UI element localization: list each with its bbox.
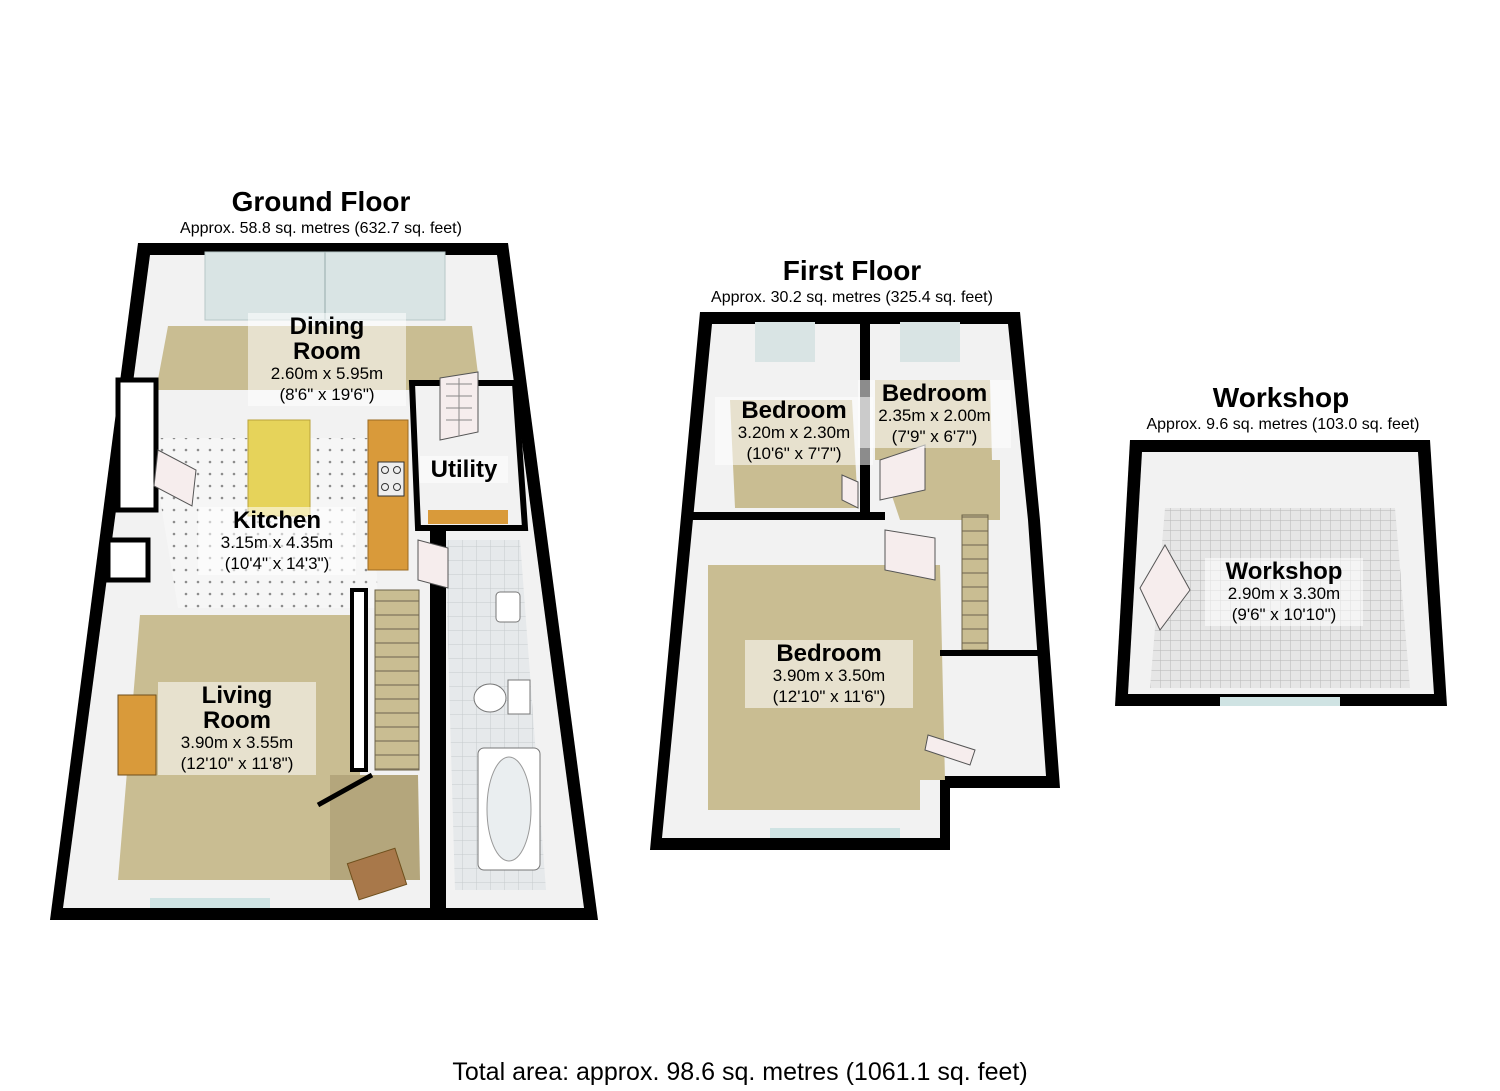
ground-floor-area: Approx. 58.8 sq. metres (632.7 sq. feet) <box>180 220 462 237</box>
ground-floor-title: Ground Floor <box>231 186 411 217</box>
door-icon <box>879 444 926 501</box>
bath-icon <box>477 747 541 871</box>
bedroom-window-icon <box>755 322 815 362</box>
bedroom-window-icon <box>900 322 960 362</box>
room-label-bedroom-2: Bedroom 2.35m x 2.00m (7'9" x 6'7") <box>858 380 1011 448</box>
table-icon <box>247 419 311 517</box>
room-label-living-room: Living Room 3.90m x 3.55m (12'10" x 11'8… <box>158 682 316 776</box>
door-icon <box>884 529 936 581</box>
total-area: Total area: approx. 98.6 sq. metres (106… <box>452 1058 1028 1086</box>
hob-icon <box>377 461 405 497</box>
staircase-icon <box>374 589 420 771</box>
door-icon <box>417 539 449 589</box>
living-window-icon <box>150 898 270 908</box>
door-icon <box>924 734 976 766</box>
room-label-workshop: Workshop 2.90m x 3.30m (9'6" x 10'10") <box>1205 558 1363 626</box>
room-label-kitchen: Kitchen 3.15m x 4.35m (10'4" x 14'3") <box>198 507 356 575</box>
kitchen-wall-left <box>115 377 159 513</box>
first-floor-title: First Floor <box>782 255 922 286</box>
room-label-utility: Utility <box>420 456 508 484</box>
door-icon <box>153 449 197 507</box>
sink-icon <box>495 591 521 623</box>
door-icon <box>1139 543 1191 631</box>
first-floor-area: Approx. 30.2 sq. metres (325.4 sq. feet) <box>711 289 993 306</box>
hallway-floor <box>330 775 420 880</box>
kitchen-wall-left-lower <box>105 537 151 583</box>
workshop-title: Workshop <box>1212 382 1350 413</box>
staircase-icon <box>961 514 989 651</box>
bedroom-window-icon <box>770 828 900 838</box>
room-label-bedroom-1: Bedroom 3.20m x 2.30m (10'6" x 7'7") <box>715 397 873 465</box>
radiator-icon <box>117 694 157 776</box>
room-label-bedroom-3: Bedroom 3.90m x 3.50m (12'10" x 11'6") <box>745 640 913 708</box>
front-door-icon <box>346 847 408 901</box>
toilet-icon <box>473 679 531 715</box>
utility-door-icon <box>439 371 479 441</box>
utility-worktop-icon <box>428 510 508 524</box>
room-label-dining-room: Dining Room 2.60m x 5.95m (8'6" x 19'6") <box>248 313 406 407</box>
door-icon <box>841 474 859 509</box>
workshop-area: Approx. 9.6 sq. metres (103.0 sq. feet) <box>1146 416 1420 433</box>
workshop-window-icon <box>1220 697 1340 706</box>
